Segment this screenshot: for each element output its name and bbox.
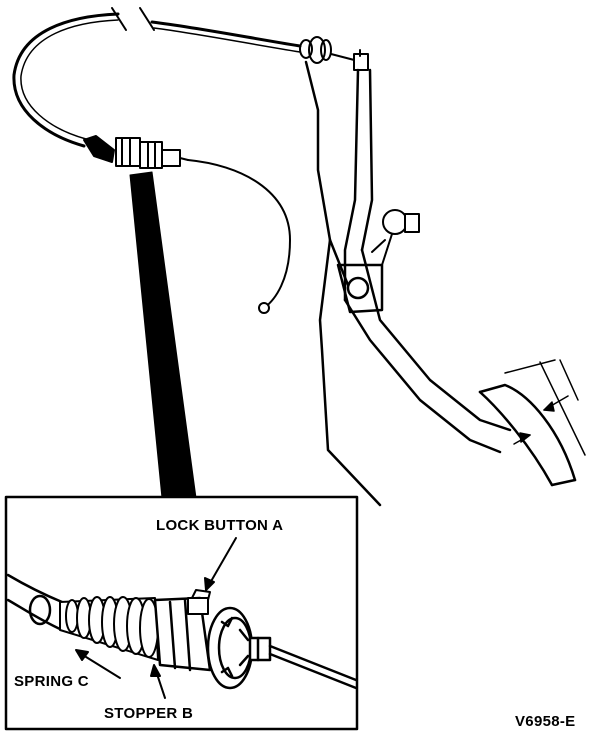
lock-button-a-label: LOCK BUTTON A [156,517,284,534]
spring-c-label: SPRING C [14,673,89,690]
cable-grommet [299,36,369,71]
pedal-height-arrows [519,401,555,443]
inset-spring-bellows [59,596,159,661]
clutch-pedal-arm [336,68,512,454]
figure-id: V6958-E [515,713,576,730]
lock-button-a [187,589,211,615]
pedal-pad [478,359,586,487]
inset-inner-cable [268,644,358,690]
zoom-pointer [129,171,197,499]
clutch-switch [371,209,420,266]
inset-cable-sheath [6,573,64,632]
clutch-cable [12,7,302,148]
inset-adjuster-body [153,596,272,690]
stopper-b-label: STOPPER B [104,705,194,722]
callout-leaders [75,537,237,699]
cable-adjuster-small [83,135,291,314]
